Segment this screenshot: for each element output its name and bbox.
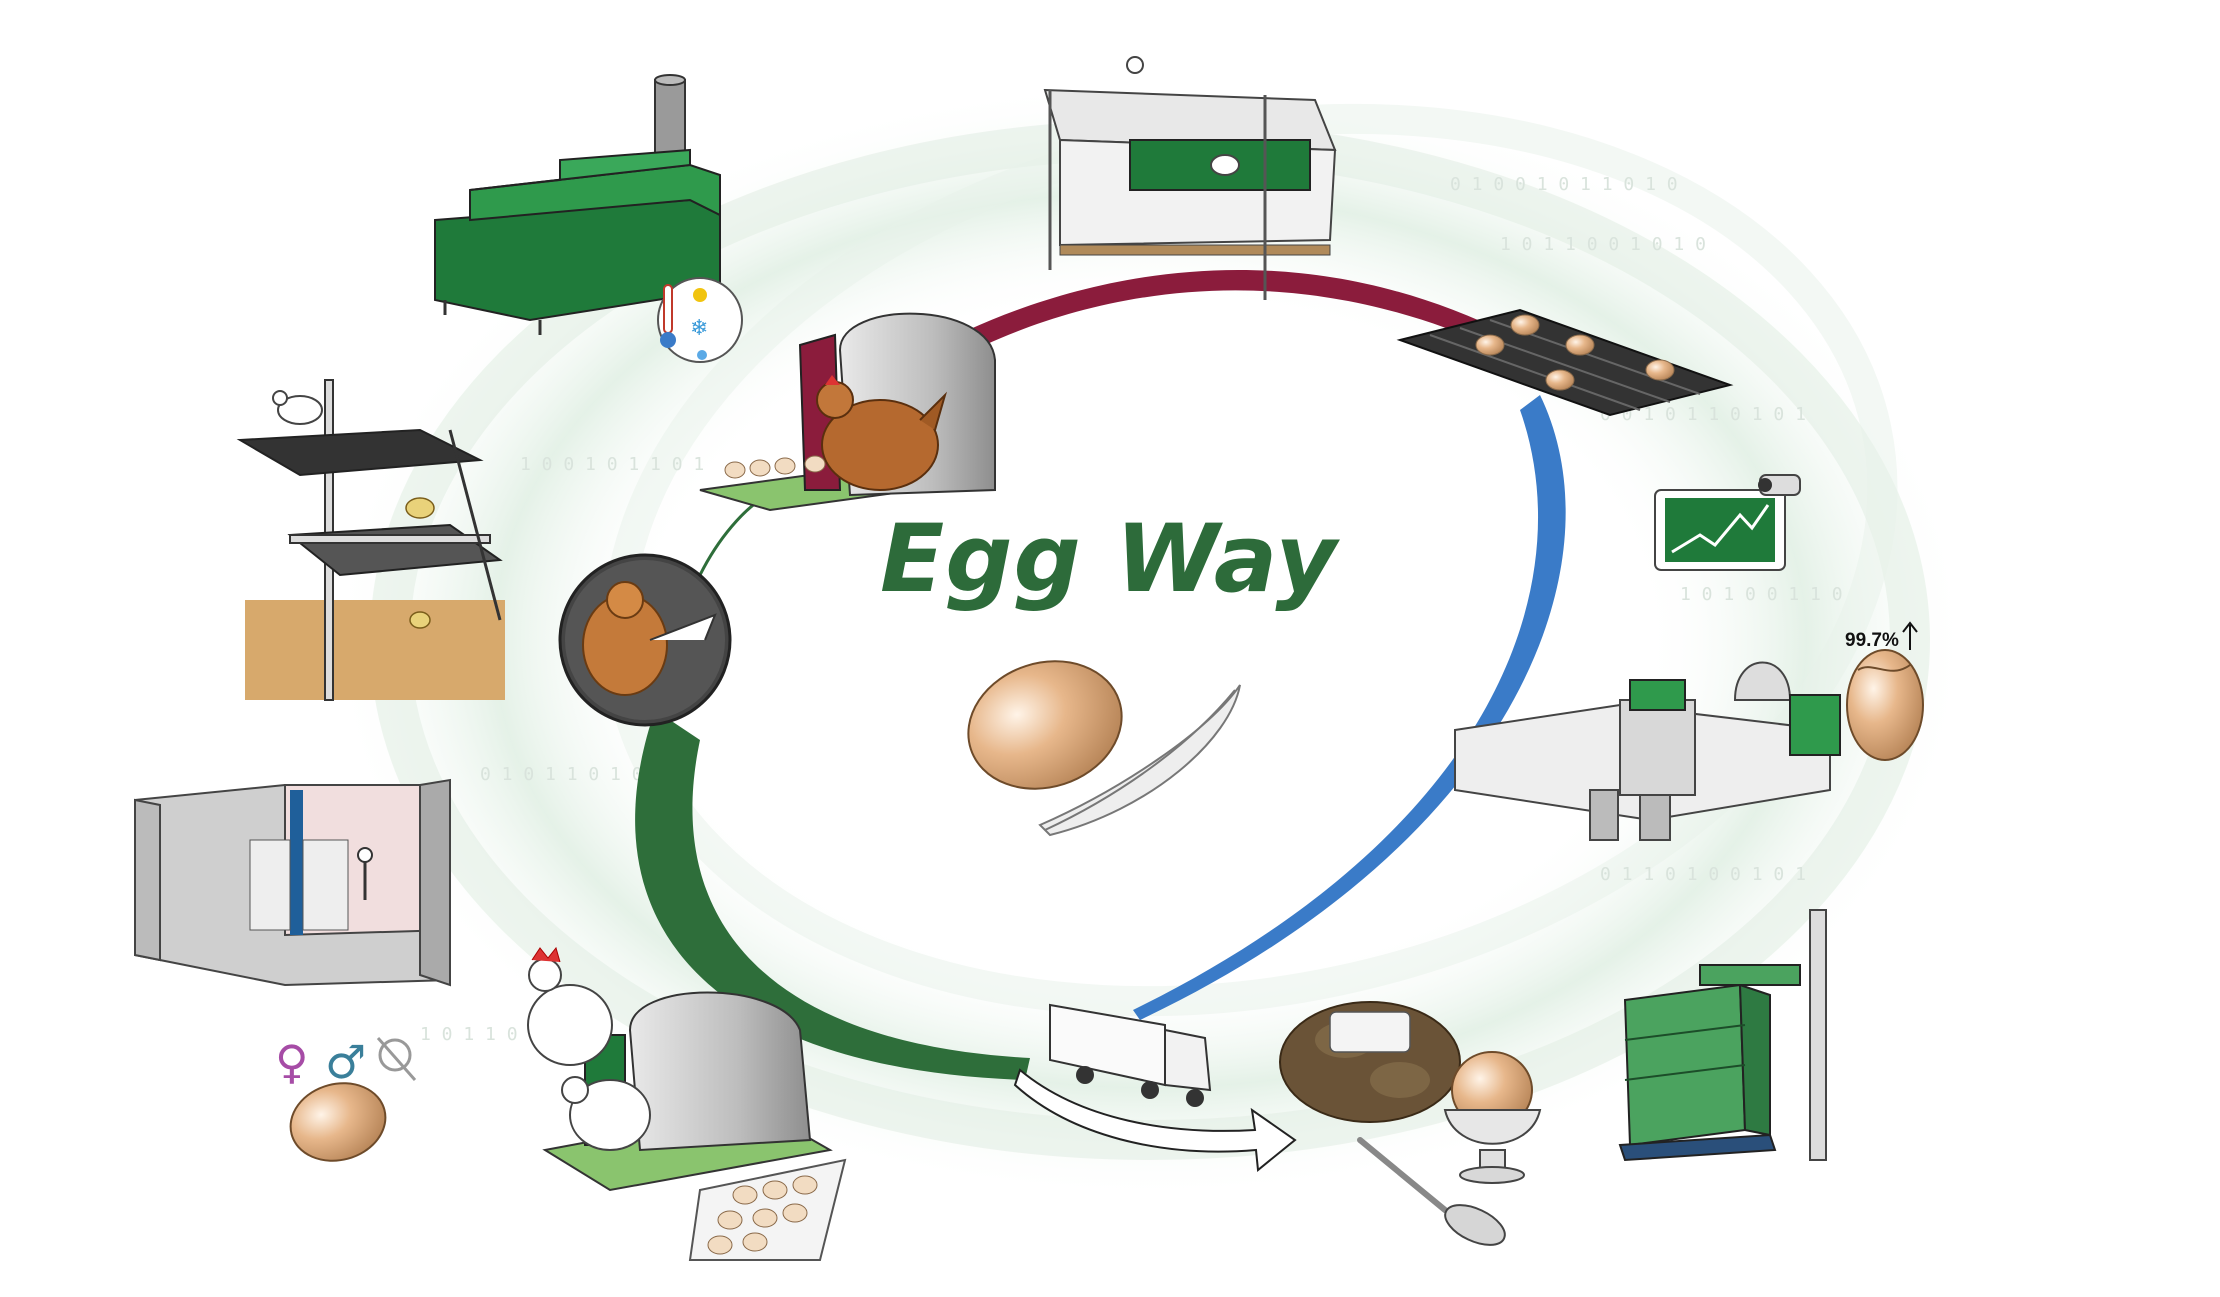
- hen-icon: [816, 375, 948, 491]
- breeder-nest: [527, 946, 833, 1192]
- svg-text:0 1 0 1 1 0 1 0: 0 1 0 1 1 0 1 0: [480, 764, 643, 785]
- diagram-title: Egg Way: [880, 505, 1338, 614]
- svg-text:1 0 1 1 0 0 1 0 1 0: 1 0 1 1 0 0 1 0 1 0: [1500, 234, 1706, 255]
- truck-icon: [1049, 1003, 1212, 1107]
- aviary-icon: [1043, 56, 1337, 300]
- laying-nest: [699, 312, 996, 512]
- svg-text:0 1 1 0 1 0 0 1 0 1: 0 1 1 0 1 0 0 1 0 1: [1600, 864, 1806, 885]
- incubator-room: [134, 778, 451, 987]
- grading-machine-icon: [1454, 661, 1841, 841]
- hatching-egg-icon: [289, 1082, 387, 1162]
- male-symbol-icon: ♂: [325, 1035, 366, 1089]
- gender-symbols: ♀ ♂: [275, 1035, 417, 1089]
- feed-mill-machine: [434, 74, 721, 335]
- egg-carton-icon: [1279, 1001, 1461, 1123]
- pallet-icon: [1618, 909, 1827, 1162]
- green-arc: [635, 710, 1030, 1080]
- no-gender-symbol-icon: [376, 1037, 417, 1081]
- center-egg-icon: [967, 660, 1123, 790]
- quality-percentage: 99.7%: [1845, 630, 1899, 651]
- feather-icon: [1038, 684, 1241, 837]
- svg-text:0 0 1 0 1 1 0 1 0 1: 0 0 1 0 1 1 0 1 0 1: [1600, 404, 1806, 425]
- svg-text:0 1 0 0 1 0 1 1 0 1 0: 0 1 0 0 1 0 1 1 0 1 0: [1450, 174, 1678, 195]
- maroon-arc: [968, 269, 1510, 348]
- chick-icon: [558, 553, 732, 727]
- hatching-eggs-icon: [688, 1158, 847, 1261]
- camera-tablet-icon: [1654, 474, 1801, 571]
- svg-text:1 0 1 0 0 1 1 0: 1 0 1 0 0 1 1 0: [1680, 584, 1843, 605]
- egg-cup-icon: [1443, 1051, 1542, 1184]
- svg-text:1 0 0 1 0 1 1 0 1: 1 0 0 1 0 1 1 0 1: [520, 454, 704, 475]
- thermometer-weather-icon: ❄: [657, 277, 743, 363]
- svg-text:❄: ❄: [690, 316, 708, 341]
- egg-row-icon: [724, 455, 826, 479]
- rearing-aviary: [236, 379, 505, 701]
- quality-egg-icon: [1846, 621, 1924, 761]
- transport-arrow-icon: [1013, 1068, 1297, 1172]
- egg-belt-icon: [1396, 308, 1734, 417]
- spoon-icon: [1357, 1137, 1506, 1246]
- female-symbol-icon: ♀: [275, 1035, 309, 1089]
